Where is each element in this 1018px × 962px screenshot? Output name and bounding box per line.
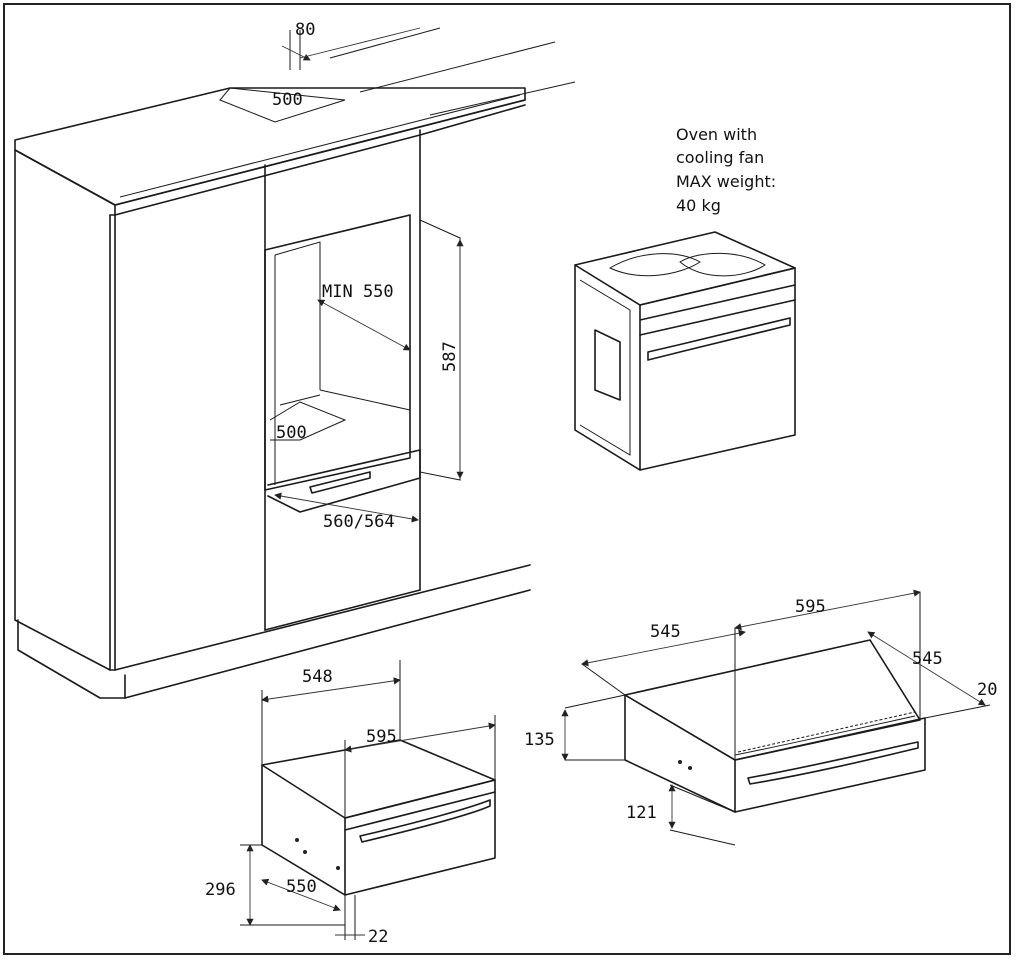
- drawer-front-width: 595: [366, 727, 397, 747]
- label-floor-width: 500: [276, 423, 307, 443]
- label-top-depth: 80: [295, 20, 315, 40]
- label-niche-width: 560/564: [323, 512, 395, 532]
- label-top-width: 500: [272, 90, 303, 110]
- oven-illustration: [574, 231, 796, 471]
- drawer-right-height: 135: [524, 730, 555, 750]
- cabinet-unit: [14, 27, 576, 699]
- label-niche-depth: MIN 550: [322, 282, 394, 302]
- countertop-cutout: [219, 87, 346, 123]
- drawer-front-thickness: 22: [368, 927, 388, 947]
- drawer-right-body-height: 121: [626, 803, 657, 823]
- oven-note-line2: cooling fan: [676, 148, 764, 167]
- drawer-front-body-depth: 550: [286, 877, 317, 897]
- drawer-right-depth-right: 545: [912, 649, 943, 669]
- drawer-right-depth: 545: [650, 622, 681, 642]
- drawing-frame: [3, 3, 1011, 955]
- drawer-right-width: 595: [795, 597, 826, 617]
- drawer-front-depth: 548: [302, 667, 333, 687]
- oven-note-line1: Oven with: [676, 125, 757, 144]
- oven-note-line4: 40 kg: [676, 196, 721, 215]
- oven-note-line3: MAX weight:: [676, 172, 776, 191]
- label-niche-height: 587: [440, 341, 460, 372]
- drawer-right-thickness: 20: [977, 680, 997, 700]
- warming-drawer-front: [240, 660, 496, 940]
- warming-drawer-right: [561, 589, 991, 846]
- drawer-front-height: 296: [205, 880, 236, 900]
